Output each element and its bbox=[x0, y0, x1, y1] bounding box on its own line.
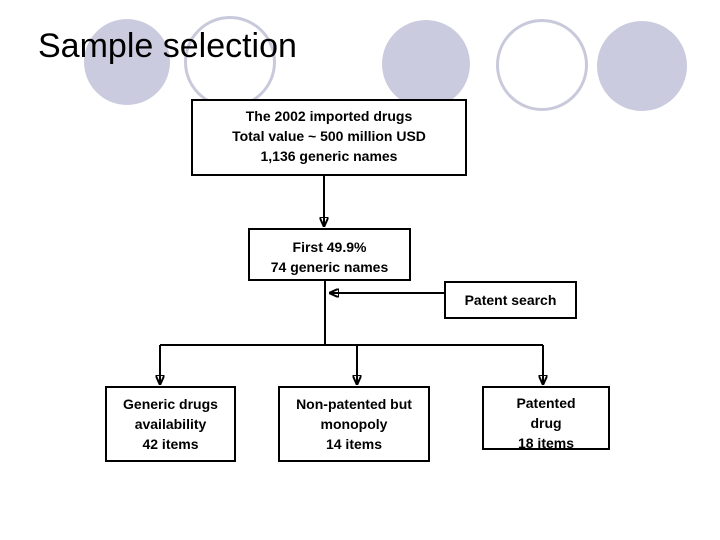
selection-box-line-1: First 49.9% bbox=[292, 239, 367, 255]
source-box-line-2: Total value ~ 500 million USD bbox=[232, 128, 426, 144]
result-box-line: Generic drugs bbox=[123, 396, 218, 412]
result-box-line: Non-patented but bbox=[296, 396, 412, 412]
selection-box: First 49.9% 74 generic names bbox=[248, 228, 411, 281]
result-box-line: 18 items bbox=[517, 435, 575, 451]
slide-title: Sample selection bbox=[38, 27, 297, 65]
patent-search-box: Patent search bbox=[444, 281, 577, 319]
source-box-line-1: The 2002 imported drugs bbox=[245, 108, 413, 124]
result-box-line: monopoly bbox=[320, 416, 388, 432]
result-box-line: Patented bbox=[516, 395, 576, 411]
decorative-circle-filled-2 bbox=[382, 20, 470, 108]
decorative-circle-outlined-2 bbox=[496, 19, 588, 111]
decorative-circle-filled-1 bbox=[84, 19, 170, 105]
result-box-patented-drug: Patented drug 18 items bbox=[482, 386, 610, 451]
selection-box-line-2: 74 generic names bbox=[270, 259, 389, 275]
source-box: The 2002 imported drugs Total value ~ 50… bbox=[191, 99, 467, 176]
result-box-line: drug bbox=[530, 415, 562, 431]
result-box-line: availability bbox=[134, 416, 207, 432]
decorative-circle-filled-3 bbox=[597, 21, 687, 111]
patent-search-label: Patent search bbox=[464, 292, 557, 308]
result-box-generic-availability: Generic drugs availability 42 items bbox=[105, 386, 236, 462]
result-box-line: 14 items bbox=[325, 436, 383, 452]
result-box-nonpatented-monopoly: Non-patented but monopoly 14 items bbox=[278, 386, 430, 462]
result-box-line: 42 items bbox=[142, 436, 199, 452]
source-box-line-3: 1,136 generic names bbox=[260, 148, 398, 164]
